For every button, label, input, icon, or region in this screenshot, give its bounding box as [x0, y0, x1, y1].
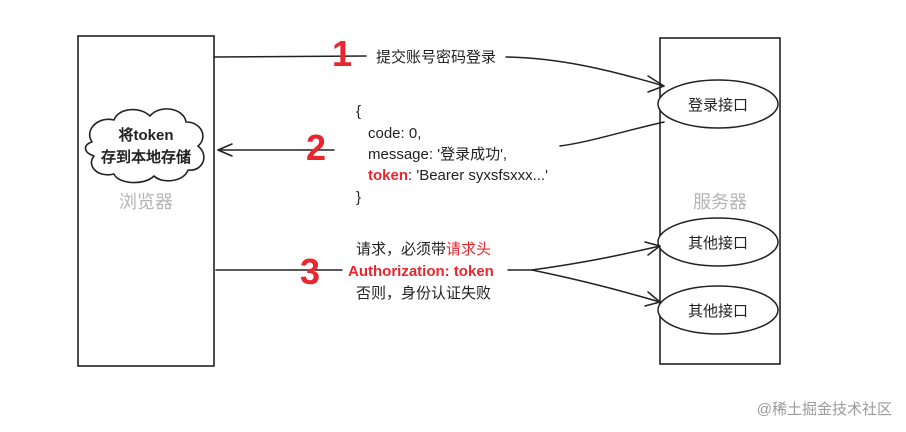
local-storage-cloud: 将token 存到本地存储: [84, 108, 205, 184]
json-brace-close: }: [356, 189, 361, 206]
login-response-json: { code: 0, message: '登录成功', token: 'Bear…: [356, 103, 548, 206]
step3-line1: 请求，必须带请求头: [356, 241, 491, 258]
other-api-ellipse-2: 其他接口: [657, 285, 779, 335]
step1-arrow: [213, 55, 665, 93]
arrowhead-icon: [644, 241, 661, 256]
watermark-text: @稀土掘金技术社区: [757, 401, 892, 418]
json-code-line: code: 0,: [368, 125, 421, 142]
json-token-line: token: 'Bearer syxsfsxxx...': [368, 167, 548, 184]
other-api-ellipse-1: 其他接口: [657, 217, 779, 267]
server-label: 服务器: [693, 192, 747, 212]
step1-text: 提交账号密码登录: [376, 48, 496, 66]
step2-arrow: [217, 121, 665, 157]
server-box: 服务器: [659, 37, 781, 365]
arrowhead-icon: [647, 75, 665, 93]
json-brace-open: {: [356, 103, 361, 120]
step3-line1-highlight: 请求头: [446, 241, 491, 258]
step3-note: 请求，必须带请求头 Authorization: token 否则，身份认证失败: [348, 241, 494, 302]
login-api-ellipse: 登录接口: [657, 79, 779, 129]
other-api-label-1: 其他接口: [688, 235, 748, 252]
browser-label: 浏览器: [119, 192, 173, 212]
step3-number: 3: [300, 251, 320, 292]
cloud-shape: [84, 108, 205, 184]
json-token-key: token: [368, 167, 408, 184]
cloud-text-line1: 将token: [118, 126, 173, 144]
step3-line2: Authorization: token: [348, 263, 494, 280]
login-api-label: 登录接口: [688, 97, 748, 114]
step3-line1-prefix: 请求，必须带: [356, 241, 446, 258]
step3-arrow: [215, 241, 661, 307]
arrowhead-icon: [644, 291, 661, 307]
step3-line3: 否则，身份认证失败: [356, 285, 491, 302]
json-token-value: : 'Bearer syxsfsxxx...': [408, 167, 548, 184]
arrowhead-icon: [217, 143, 233, 157]
browser-box: 浏览器: [77, 35, 215, 367]
json-message-line: message: '登录成功',: [368, 146, 507, 163]
step1-number: 1: [332, 33, 352, 74]
cloud-text-line2: 存到本地存储: [101, 148, 191, 166]
other-api-label-2: 其他接口: [688, 303, 748, 320]
step2-number: 2: [306, 127, 326, 168]
